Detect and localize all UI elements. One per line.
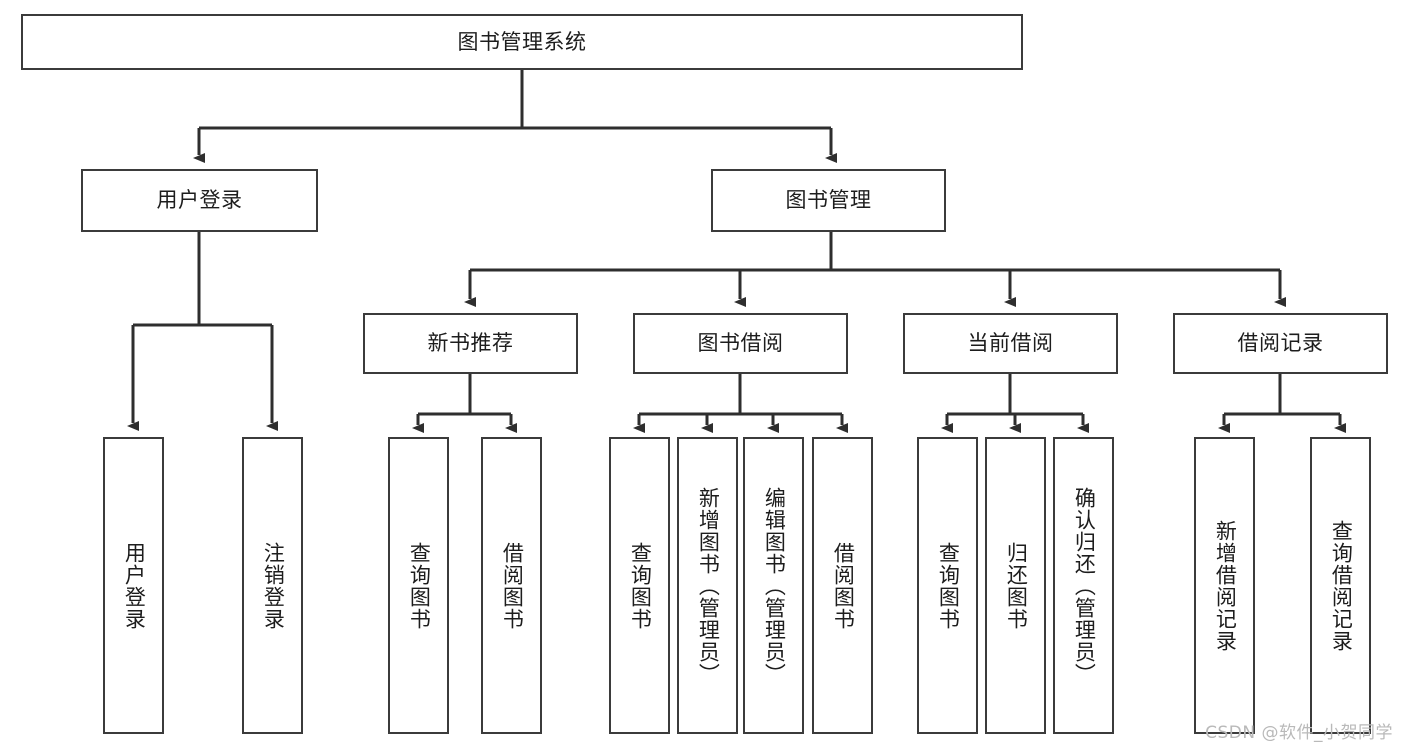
node-leaf-borrow-book-2[interactable]: 借阅图书	[812, 437, 873, 734]
node-leaf-query-record-label: 查询借阅记录	[1329, 519, 1354, 652]
node-leaf-user-logout-label: 注销登录	[261, 541, 286, 630]
node-leaf-query-book-1[interactable]: 查询图书	[388, 437, 449, 734]
node-leaf-return-book-label: 归还图书	[1004, 541, 1029, 630]
node-book-manage[interactable]: 图书管理	[711, 169, 946, 232]
node-new-book-recommend-label: 新书推荐	[427, 331, 514, 356]
node-leaf-add-book-label: 新增图书（管理员）	[696, 486, 721, 685]
node-leaf-query-book-2-label: 查询图书	[628, 541, 653, 630]
node-leaf-add-book[interactable]: 新增图书（管理员）	[677, 437, 738, 734]
node-current-borrow-label: 当前借阅	[967, 331, 1054, 356]
node-leaf-query-record[interactable]: 查询借阅记录	[1310, 437, 1371, 734]
node-leaf-edit-book-label: 编辑图书（管理员）	[762, 486, 787, 685]
node-book-borrow[interactable]: 图书借阅	[633, 313, 848, 374]
node-book-borrow-label: 图书借阅	[697, 331, 784, 356]
node-leaf-borrow-book-1[interactable]: 借阅图书	[481, 437, 542, 734]
node-leaf-user-login-label: 用户登录	[122, 541, 147, 630]
node-root-label: 图书管理系统	[457, 29, 587, 54]
watermark: CSDN @软件_小贺同学	[1205, 723, 1393, 743]
node-root[interactable]: 图书管理系统	[21, 14, 1023, 70]
node-new-book-recommend[interactable]: 新书推荐	[363, 313, 578, 374]
node-book-manage-label: 图书管理	[785, 188, 872, 213]
node-leaf-confirm-return[interactable]: 确认归还（管理员）	[1053, 437, 1114, 734]
node-current-borrow[interactable]: 当前借阅	[903, 313, 1118, 374]
node-leaf-confirm-return-label: 确认归还（管理员）	[1072, 486, 1097, 685]
node-leaf-user-logout[interactable]: 注销登录	[242, 437, 303, 734]
node-leaf-add-record[interactable]: 新增借阅记录	[1194, 437, 1255, 734]
node-leaf-borrow-book-1-label: 借阅图书	[500, 541, 525, 630]
node-leaf-edit-book[interactable]: 编辑图书（管理员）	[743, 437, 804, 734]
node-borrow-record-label: 借阅记录	[1237, 331, 1324, 356]
node-user-login[interactable]: 用户登录	[81, 169, 318, 232]
node-leaf-query-book-3-label: 查询图书	[936, 541, 961, 630]
node-leaf-return-book[interactable]: 归还图书	[985, 437, 1046, 734]
node-user-login-label: 用户登录	[156, 188, 243, 213]
node-leaf-query-book-2[interactable]: 查询图书	[609, 437, 670, 734]
node-leaf-query-book-3[interactable]: 查询图书	[917, 437, 978, 734]
node-leaf-add-record-label: 新增借阅记录	[1213, 519, 1238, 652]
node-borrow-record[interactable]: 借阅记录	[1173, 313, 1388, 374]
node-leaf-user-login[interactable]: 用户登录	[103, 437, 164, 734]
node-leaf-query-book-1-label: 查询图书	[407, 541, 432, 630]
node-leaf-borrow-book-2-label: 借阅图书	[831, 541, 856, 630]
